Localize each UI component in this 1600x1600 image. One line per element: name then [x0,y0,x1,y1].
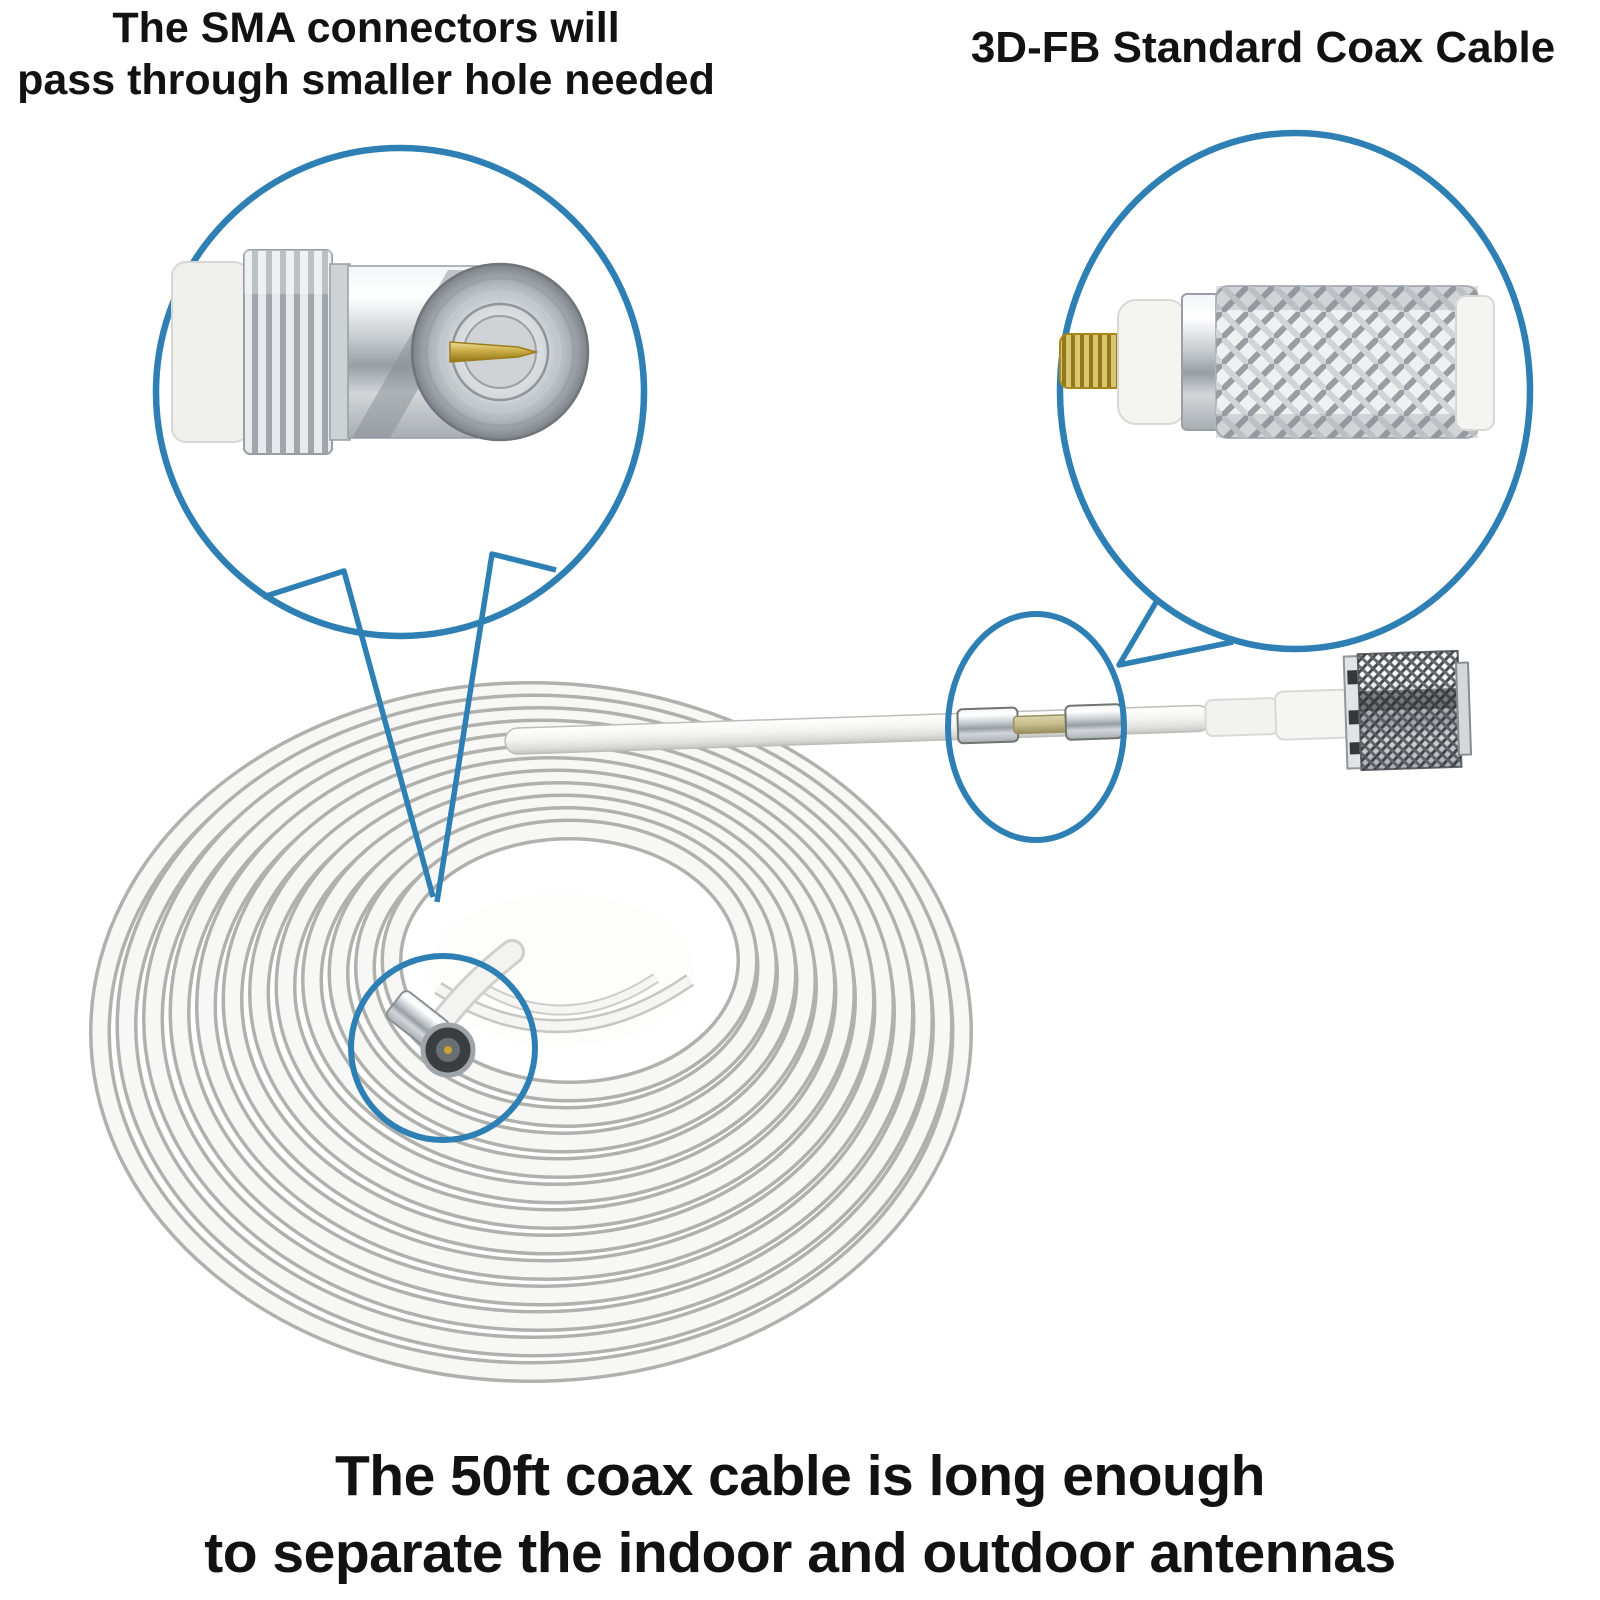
uhf-connector [1342,649,1473,772]
callout-left [152,144,648,903]
caption-coax-note: 3D-FB Standard Coax Cable [958,22,1568,74]
coax-braid-zoom [1059,285,1495,439]
sma-center-pin [449,341,539,363]
straight-cable-assembly [504,649,1473,772]
strain-relief-boot-2 [1274,688,1352,741]
sma-connector-cable-end [385,939,525,1078]
callout-right [1056,129,1534,668]
callout-circle-junction [945,611,1127,843]
caption-coax-text: 3D-FB Standard Coax Cable [970,23,1556,72]
coiled-cable [89,681,973,1383]
caption-length-note: The 50ft coax cable is long enough to se… [0,1438,1600,1592]
caption-sma-note: The SMA connectors will pass through sma… [8,2,724,106]
dielectric [1117,299,1187,425]
caption-length-line1: The 50ft coax cable is long enough [334,1444,1266,1508]
callout-circle-coil-end [348,953,538,1143]
strain-relief-boot-1 [1204,697,1280,737]
inline-sma-junction [956,703,1124,745]
sma-connector-zoom [171,249,590,455]
caption-length-line2: to separate the indoor and outdoor anten… [204,1521,1396,1585]
caption-sma-line1: The SMA connectors will [112,4,620,52]
caption-sma-line2: pass through smaller hole needed [17,56,715,104]
